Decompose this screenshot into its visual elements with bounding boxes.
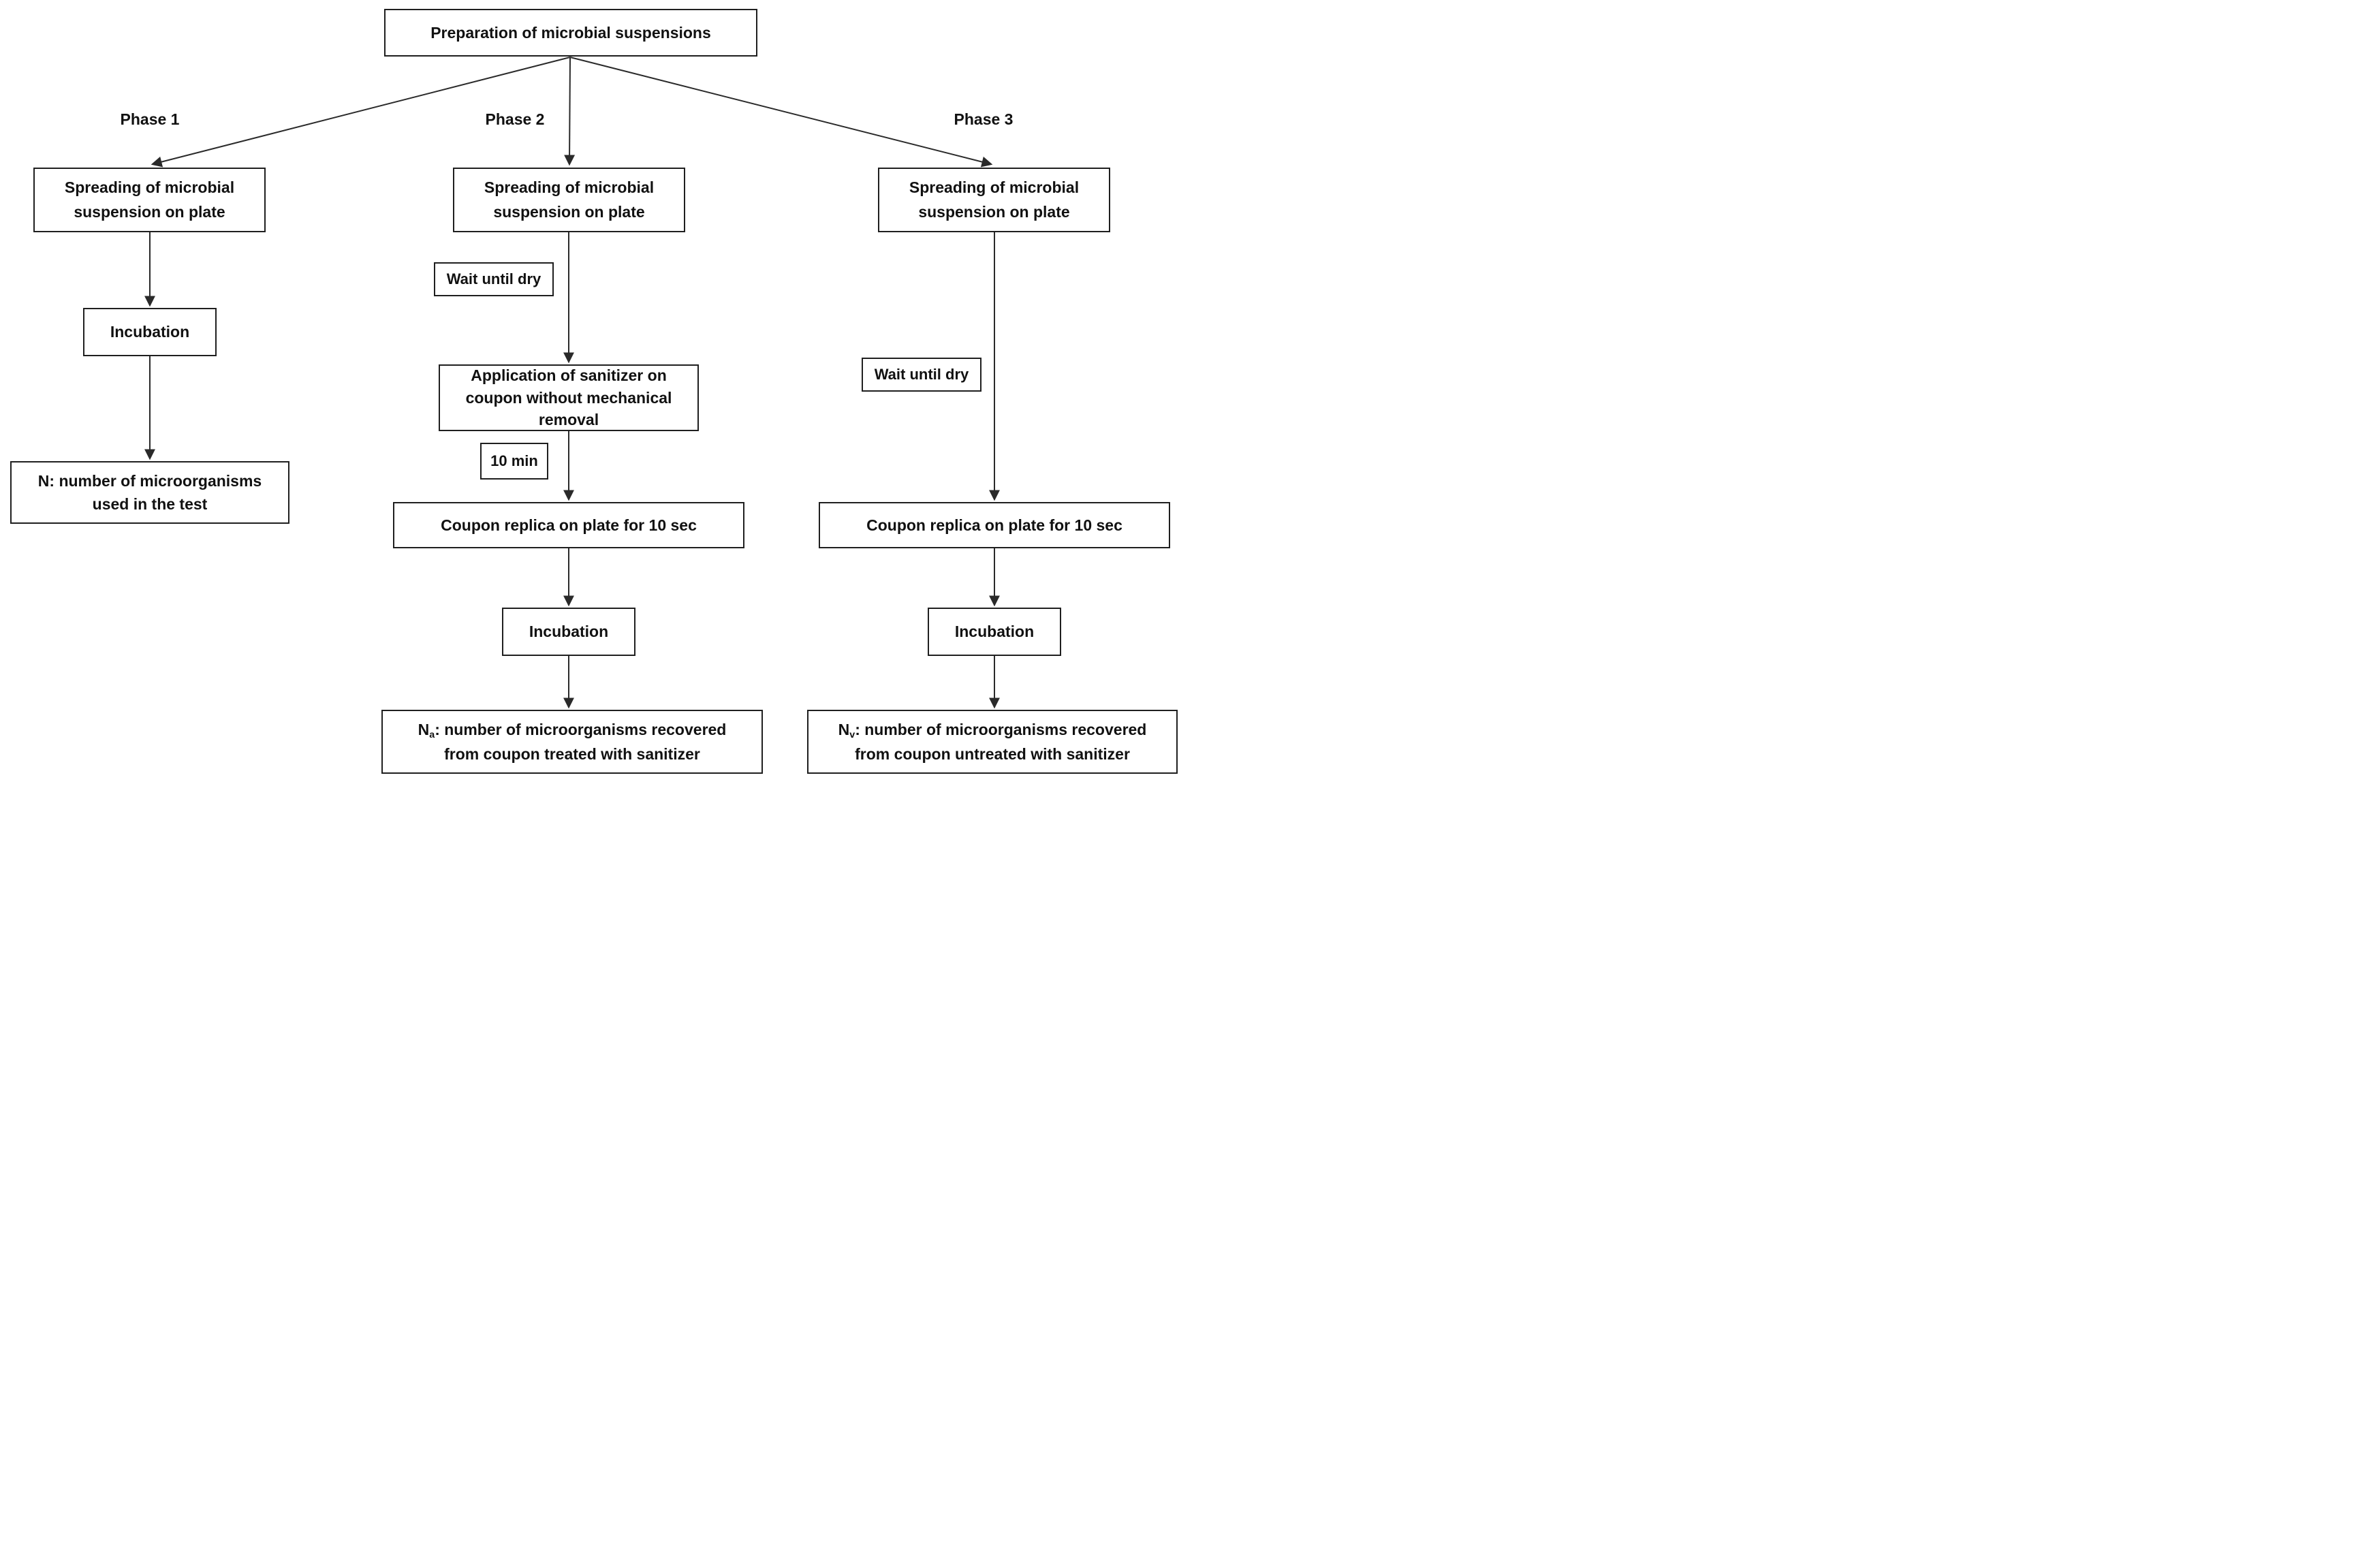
- flowchart-page: { "diagram": { "title": "Preparation of …: [0, 0, 1178, 784]
- result-box-phase-3: Nv: number of microorganisms recovered f…: [807, 710, 1178, 774]
- coupon-replica-phase-2-text: Coupon replica on plate for 10 sec: [441, 516, 697, 534]
- result-phase-1-line-1: N: number of microorganisms: [37, 471, 262, 490]
- result-phase-3-line-2: from coupon untreated with sanitizer: [855, 744, 1130, 763]
- spreading-phase-1-line-1: Spreading of microbial: [64, 178, 235, 196]
- result-phase-3-line-1: Nv: number of microorganisms recovered: [838, 718, 1147, 742]
- sanitizer-application-box: Application of sanitizer on coupon witho…: [439, 364, 699, 431]
- spreading-phase-3-line-2: suspension on plate: [918, 202, 1070, 221]
- sanitizer-line-3: removal: [538, 411, 599, 429]
- result-phase-1-line-2: used in the test: [92, 495, 208, 513]
- title-text: Preparation of microbial suspensions: [430, 23, 711, 42]
- coupon-replica-box-phase-2: Coupon replica on plate for 10 sec: [393, 502, 744, 548]
- spreading-phase-1-line-2: suspension on plate: [74, 202, 225, 221]
- incubation-box-phase-1: Incubation: [83, 308, 217, 356]
- result-box-phase-1: N: number of microorganisms used in the …: [10, 461, 289, 524]
- spreading-box-phase-1: Spreading of microbial suspension on pla…: [33, 168, 266, 232]
- result-box-phase-2: Na: number of microorganisms recovered f…: [381, 710, 763, 774]
- result-phase-2-symbol: N: [418, 720, 430, 738]
- arrow-title-to-phase1: [151, 57, 571, 168]
- spreading-phase-3-line-1: Spreading of microbial: [909, 178, 1080, 196]
- result-phase-2-line-1: Na: number of microorganisms recovered: [418, 718, 727, 742]
- wait-until-dry-box-phase-2: Wait until dry: [434, 262, 554, 296]
- spreading-box-phase-3: Spreading of microbial suspension on pla…: [878, 168, 1110, 232]
- sanitizer-line-2: coupon without mechanical: [465, 388, 672, 407]
- result-phase-3-subscript: v: [849, 729, 855, 740]
- spreading-box-phase-2: Spreading of microbial suspension on pla…: [453, 168, 685, 232]
- interval-10min-text: 10 min: [490, 452, 538, 469]
- title-box: Preparation of microbial suspensions: [384, 9, 757, 57]
- coupon-replica-phase-3-text: Coupon replica on plate for 10 sec: [866, 516, 1122, 534]
- sanitizer-line-1: Application of sanitizer on: [471, 366, 667, 385]
- spreading-phase-2-line-2: suspension on plate: [493, 202, 645, 221]
- incubation-phase-2-text: Incubation: [529, 622, 609, 640]
- result-phase-2-line-1-rest: : number of microorganisms recovered: [435, 720, 727, 738]
- connector-layer: [144, 57, 1000, 709]
- incubation-box-phase-2: Incubation: [502, 608, 635, 656]
- result-phase-3-line-1-rest: : number of microorganisms recovered: [855, 720, 1147, 738]
- result-phase-2-line-2: from coupon treated with sanitizer: [444, 744, 700, 763]
- result-phase-3-symbol: N: [838, 720, 850, 738]
- interval-10min-box: 10 min: [480, 443, 548, 480]
- wait-until-dry-phase-3-text: Wait until dry: [874, 365, 969, 383]
- result-phase-2-subscript: a: [429, 729, 435, 740]
- spreading-phase-2-line-1: Spreading of microbial: [484, 178, 655, 196]
- coupon-replica-box-phase-3: Coupon replica on plate for 10 sec: [819, 502, 1170, 548]
- wait-until-dry-phase-2-text: Wait until dry: [446, 270, 541, 287]
- phase-1-label: Phase 1: [120, 110, 180, 128]
- incubation-phase-3-text: Incubation: [954, 622, 1035, 640]
- phase-3-label: Phase 3: [954, 110, 1014, 128]
- phase-2-label: Phase 2: [485, 110, 545, 128]
- wait-until-dry-box-phase-3: Wait until dry: [862, 358, 981, 392]
- incubation-phase-1-text: Incubation: [110, 322, 190, 341]
- arrow-title-to-phase2: [564, 57, 576, 166]
- incubation-box-phase-3: Incubation: [928, 608, 1061, 656]
- arrow-title-to-phase3: [569, 57, 993, 168]
